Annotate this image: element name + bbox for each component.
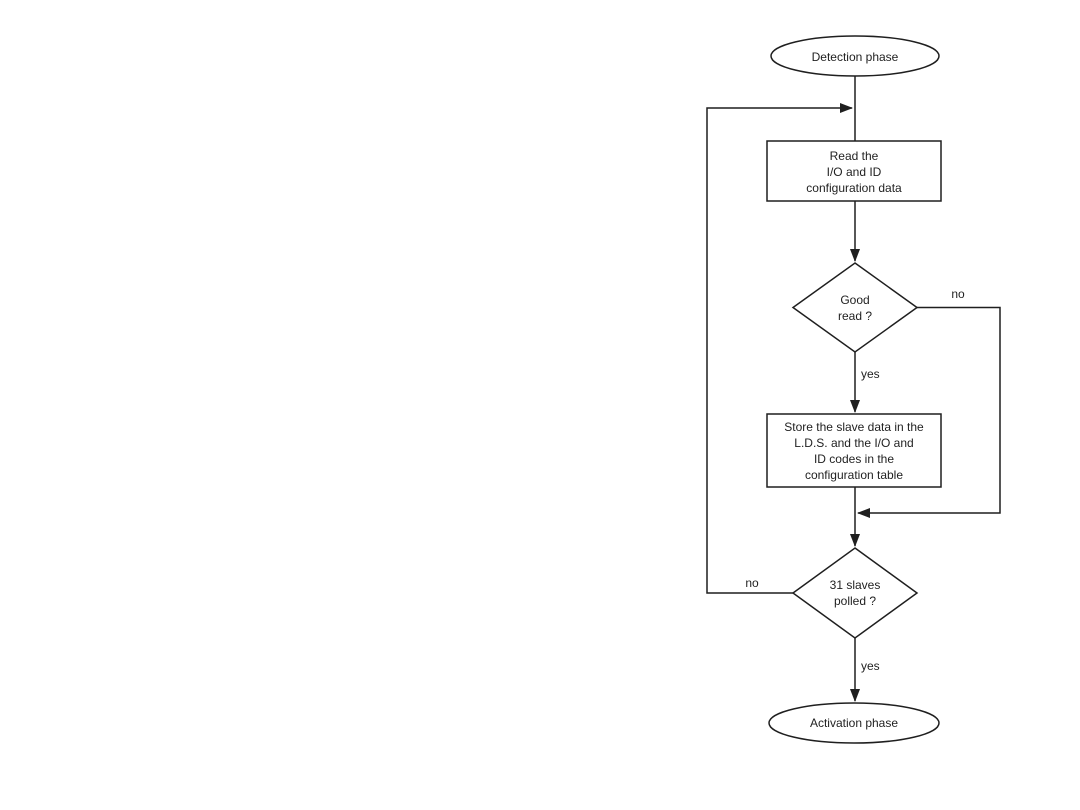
read-process-shape: [766, 140, 942, 202]
connector-polled-no-loop: [706, 103, 853, 594]
store-process-shape: [766, 413, 942, 488]
polled-decision-shape: [791, 547, 919, 639]
connector-goodread-no-branch: [857, 306, 1001, 518]
end-terminator-shape: [768, 702, 940, 744]
good-read-decision-shape: [791, 262, 919, 353]
start-terminator-shape: [770, 35, 940, 77]
